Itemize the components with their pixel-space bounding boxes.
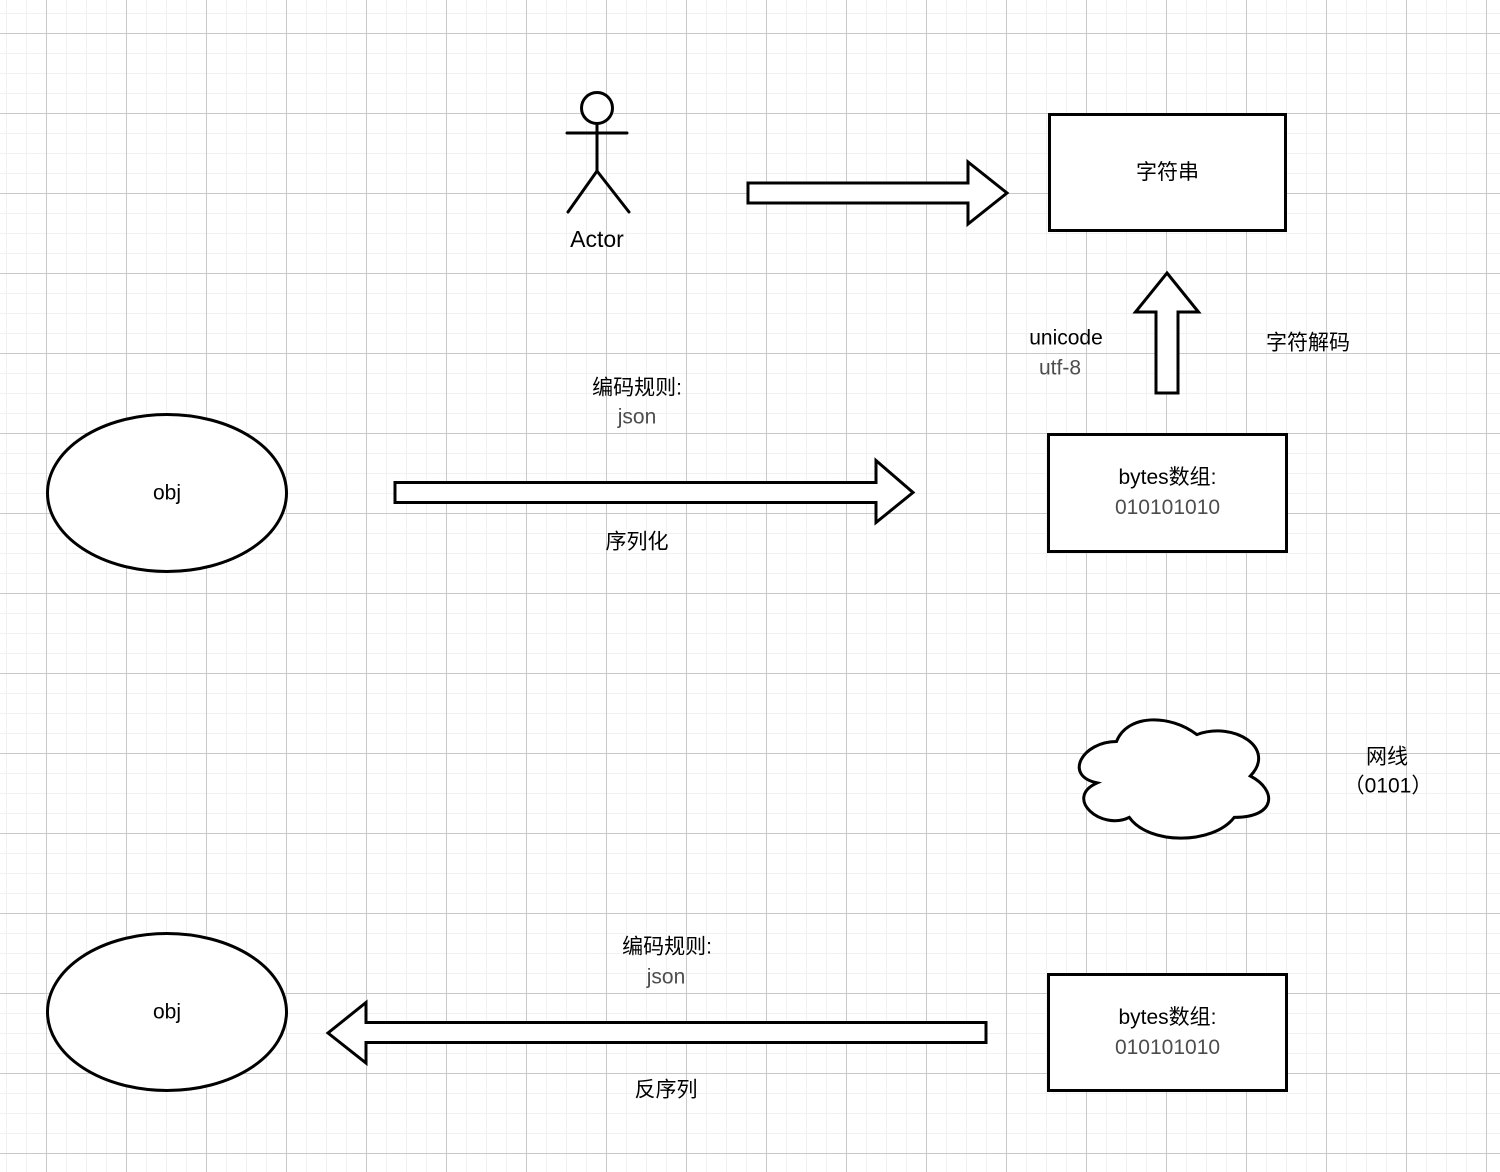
bytes-box-top-value: 010101010 [1114, 496, 1221, 519]
obj-ellipse-bottom[interactable] [46, 932, 288, 1092]
network-label-line1[interactable]: 网线 [1366, 745, 1408, 769]
deserialize-arrow-label[interactable]: 反序列 [634, 1078, 698, 1102]
network-label-line2[interactable]: （0101） [1343, 774, 1433, 798]
actor-right-leg [595, 169, 631, 214]
serialize-rule-value[interactable]: json [617, 405, 657, 429]
bytes-box-top-title: bytes数组: [1118, 466, 1217, 489]
actor-head [580, 91, 614, 125]
bytes-box-bottom-value: 010101010 [1114, 1035, 1221, 1059]
obj-top-label: obj [152, 481, 182, 505]
serialize-rule-label[interactable]: 编码规则: [592, 376, 682, 400]
deserialize-arrow[interactable] [325, 999, 988, 1067]
actor-figure[interactable] [565, 91, 631, 214]
bytes-box-bottom-title: bytes数组: [1118, 1005, 1217, 1029]
actor-left-leg [566, 169, 599, 214]
bytes-box-bottom[interactable]: bytes数组: 010101010 [1047, 973, 1288, 1092]
actor-to-string-arrow[interactable] [746, 158, 1010, 228]
serialize-arrow-label[interactable]: 序列化 [605, 530, 669, 554]
obj-bottom-label: obj [152, 1000, 182, 1024]
network-cloud[interactable] [1077, 718, 1271, 840]
string-box-label: 字符串 [1136, 160, 1199, 184]
bytes-to-string-up-arrow[interactable] [1132, 270, 1202, 395]
deserialize-rule-label[interactable]: 编码规则: [622, 935, 712, 959]
deserialize-rule-value[interactable]: json [646, 965, 686, 989]
actor-label[interactable]: Actor [570, 226, 624, 253]
decode-rule-value[interactable]: utf-8 [1038, 356, 1082, 380]
string-box[interactable]: 字符串 [1048, 113, 1287, 232]
decode-action-label[interactable]: 字符解码 [1266, 331, 1350, 355]
serialize-arrow[interactable] [393, 457, 916, 526]
obj-ellipse-top[interactable] [46, 413, 288, 573]
decode-rule-label[interactable]: unicode [1029, 326, 1103, 350]
bytes-box-top[interactable]: bytes数组: 010101010 [1047, 433, 1288, 553]
